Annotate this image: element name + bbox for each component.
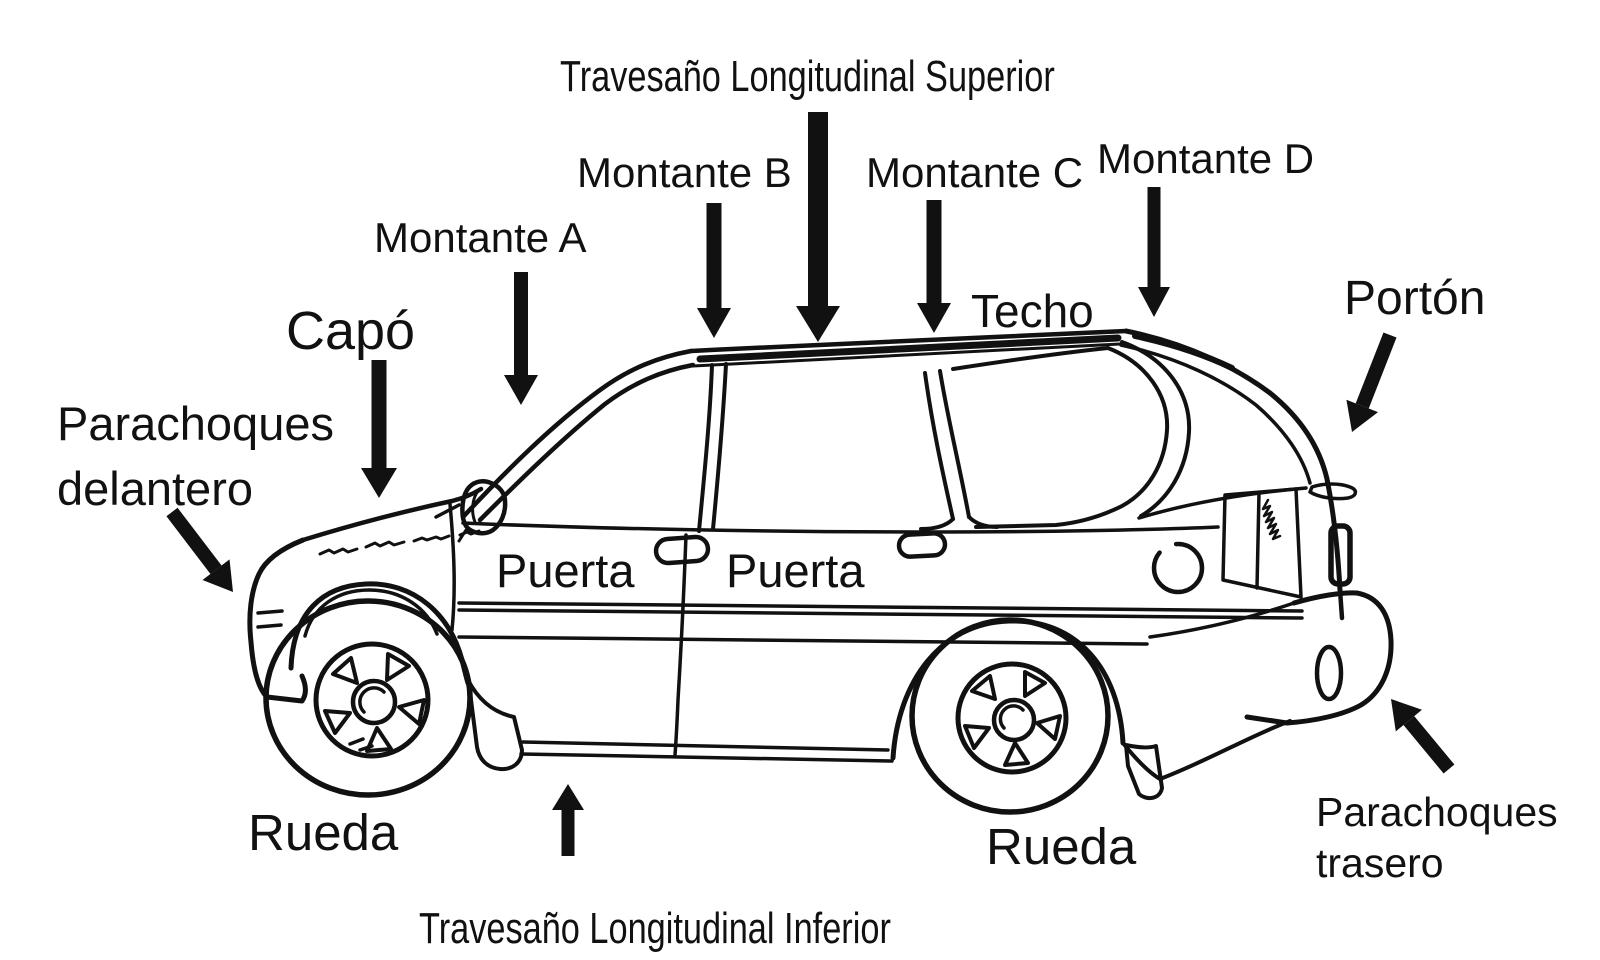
arrow-travesano-superior [796,112,840,342]
arrow-porton [1346,332,1397,432]
label-puerta-front: Puerta [496,544,635,597]
rear-wheel [909,617,1111,815]
arrow-montante-c [917,200,951,333]
front-tire [263,598,473,798]
c-pillar [919,369,999,531]
arrow-montante-d [1138,187,1170,317]
tailgate-panel [1221,487,1303,599]
label-capo: Capó [286,301,416,361]
callout-arrows [166,112,1455,856]
label-travesano-inferior: Travesaño Longitudinal Inferior [419,904,891,953]
rear-rim [955,661,1069,775]
front-rim [313,641,431,759]
tailgate-panel-scribble [1261,498,1282,541]
mud-flap-rear [1124,743,1164,801]
fuel-door [1151,541,1205,595]
rear-hub [991,697,1037,743]
rear-spokes [963,670,1062,767]
mud-flap-front [466,678,524,772]
rear-tire [909,617,1111,815]
rocker-sill [519,740,894,763]
roof-rail [696,334,1122,363]
front-bumper-trim [256,609,284,629]
door-handle-front [653,534,711,566]
label-montante-b: Montante B [577,149,792,196]
side-molding [457,601,1304,646]
front-bumper [247,537,308,704]
front-hub-arc [358,686,386,714]
rear-bumper-reflector [1314,644,1344,702]
front-hub [350,678,398,726]
hood-line [300,486,484,543]
label-parachoques-delantero: Parachoques delantero [57,397,334,515]
quarter-window [951,346,1170,529]
underbody-rear [1121,719,1292,781]
a-pillar [460,348,696,523]
arrow-parachoques-trasero [1391,699,1455,774]
wiper [434,503,461,519]
arrow-capo [361,360,397,498]
rear-bumper-top-line [1148,601,1296,639]
label-montante-d: Montante D [1097,135,1315,182]
b-pillar [697,362,728,533]
label-montante-a: Montante A [374,214,587,261]
arrow-parachoques-delantero [166,507,233,592]
label-parachoques-trasero: Parachoques trasero [1316,789,1558,887]
belt-line [461,521,1220,534]
rear-hub-arc [998,704,1025,730]
arrow-montante-b [697,203,731,338]
label-porton: Portón [1344,272,1486,325]
tailgate-outline [1123,328,1343,593]
label-rueda-front: Rueda [248,804,399,861]
label-travesano-superior: Travesaño Longitudinal Superior [560,52,1055,101]
roof-line [688,328,1129,354]
label-puerta-rear: Puerta [726,544,865,597]
door-gap [673,533,688,757]
tailgate-inner-line [1119,343,1312,485]
arrow-travesano-inferior [552,784,584,856]
tailgate-glass-bottom [1137,486,1308,520]
door-handle-rear [896,531,948,559]
side-mirror-inner [457,489,480,543]
label-rueda-rear: Rueda [986,818,1137,875]
arrow-montante-a [504,272,538,405]
side-mirror [460,479,508,536]
roof-drip-line [691,342,1122,368]
label-montante-c: Montante C [866,149,1084,196]
front-rim-mark [348,737,374,752]
spoiler-lip [1308,482,1358,501]
tail-light [1328,523,1353,587]
label-techo: Techo [971,285,1094,337]
d-pillar [1120,340,1192,518]
front-wheel [263,598,473,798]
fender-seam [448,502,456,632]
front-spokes [323,652,426,753]
hood-scribbles [318,529,481,556]
rear-bumper [1244,590,1394,726]
